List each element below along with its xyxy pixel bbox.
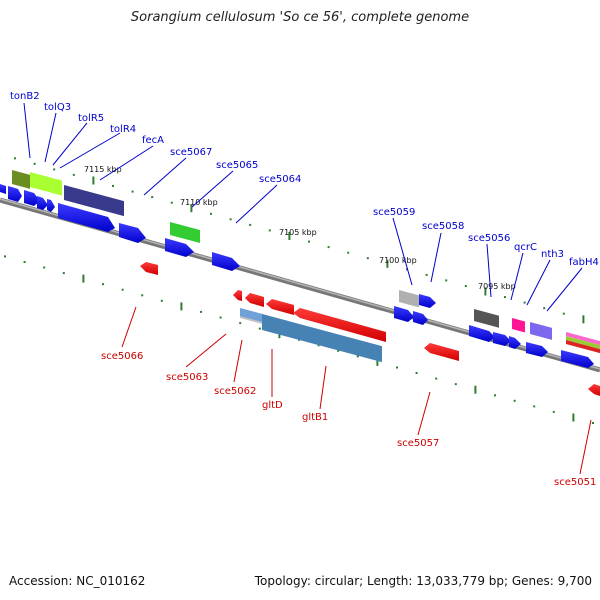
gene-arrow[interactable] [119,223,146,243]
gene-arrow[interactable] [266,299,294,315]
gene-arrow[interactable] [58,203,115,232]
gene-arrow[interactable] [493,332,511,346]
gene-label-gltD: gltD [262,400,283,411]
gene-arrow[interactable] [233,290,242,301]
scale-ticks [4,157,594,424]
kbp-label: 7095 kbp [478,282,516,291]
genome-summary-text: Topology: circular; Length: 13,033,779 b… [254,574,592,588]
gene-arrow[interactable] [47,199,55,212]
gene-arrow[interactable] [469,325,495,342]
reverse-leaders [121,306,592,475]
gene-label-tolR5: tolR5 [78,113,104,124]
gene-arrow[interactable] [212,252,240,271]
gene-label-fabH4: fabH4 [569,257,599,268]
gene-arrow[interactable] [419,294,436,308]
gene-sce5059[interactable] [399,290,419,308]
gene-label-sce5051: sce5051 [554,477,596,488]
gene-sce5067[interactable] [170,222,200,244]
gene-label-sce5067: sce5067 [170,147,212,158]
gene-arrow[interactable] [140,262,158,275]
gene-tonB2[interactable] [12,170,30,189]
gene-sce5056[interactable] [474,309,499,328]
gene-fabH4[interactable] [566,332,600,346]
gene-label-fecA: fecA [142,135,164,146]
map-title: Sorangium cellulosum 'So ce 56', complet… [130,10,470,25]
gene-label-tolR4: tolR4 [110,124,136,135]
gene-label-gltB1: gltB1 [302,412,328,423]
gene-gltB1[interactable] [262,314,382,363]
gene-arrow[interactable] [8,186,22,202]
gene-label-sce5059: sce5059 [373,207,415,218]
gene-qcrC[interactable] [512,317,525,333]
gene-label-sce5057: sce5057 [397,438,439,449]
gene-arrow[interactable] [37,196,48,210]
gene-label-sce5065: sce5065 [216,160,258,171]
gene-label-sce5063: sce5063 [166,372,208,383]
gene-label-qcrC: qcrC [514,242,537,253]
kbp-label: 7115 kbp [84,165,122,174]
gene-arrow[interactable] [245,293,264,307]
gene-tolR5[interactable] [64,185,124,217]
kbp-label: 7100 kbp [379,256,417,265]
gene-arrow[interactable] [394,306,414,322]
gene-gltD[interactable] [293,308,386,342]
gene-label-sce5066: sce5066 [101,351,143,362]
kbp-label: 7105 kbp [279,228,317,237]
gene-arrow[interactable] [526,342,548,357]
gene-tolQ3[interactable] [30,172,62,196]
gene-label-nth3: nth3 [541,249,564,260]
forward-leaders [23,102,583,312]
gene-label-sce5056: sce5056 [468,233,510,244]
reverse-genes [140,262,600,396]
gene-label-tolQ3: tolQ3 [44,102,71,113]
gene-label-sce5058: sce5058 [422,221,464,232]
gene-label-tonB2: tonB2 [10,91,40,102]
gene-nth3[interactable] [530,322,552,340]
gene-label-sce5062: sce5062 [214,386,256,397]
gene-arrow[interactable] [165,238,194,257]
gene-arrow[interactable] [509,336,521,349]
gene-arrow[interactable] [413,311,428,325]
gene-arrow[interactable] [0,184,6,194]
gene-arrow[interactable] [24,190,40,206]
gene-sce5051[interactable] [588,384,600,396]
gene-label-sce5064: sce5064 [259,174,301,185]
accession-text: Accession: NC_010162 [9,574,146,588]
kbp-label: 7110 kbp [180,198,218,207]
gene-sce5057[interactable] [424,343,459,361]
gene-arrow[interactable] [561,350,594,368]
forward-genes [0,170,600,368]
